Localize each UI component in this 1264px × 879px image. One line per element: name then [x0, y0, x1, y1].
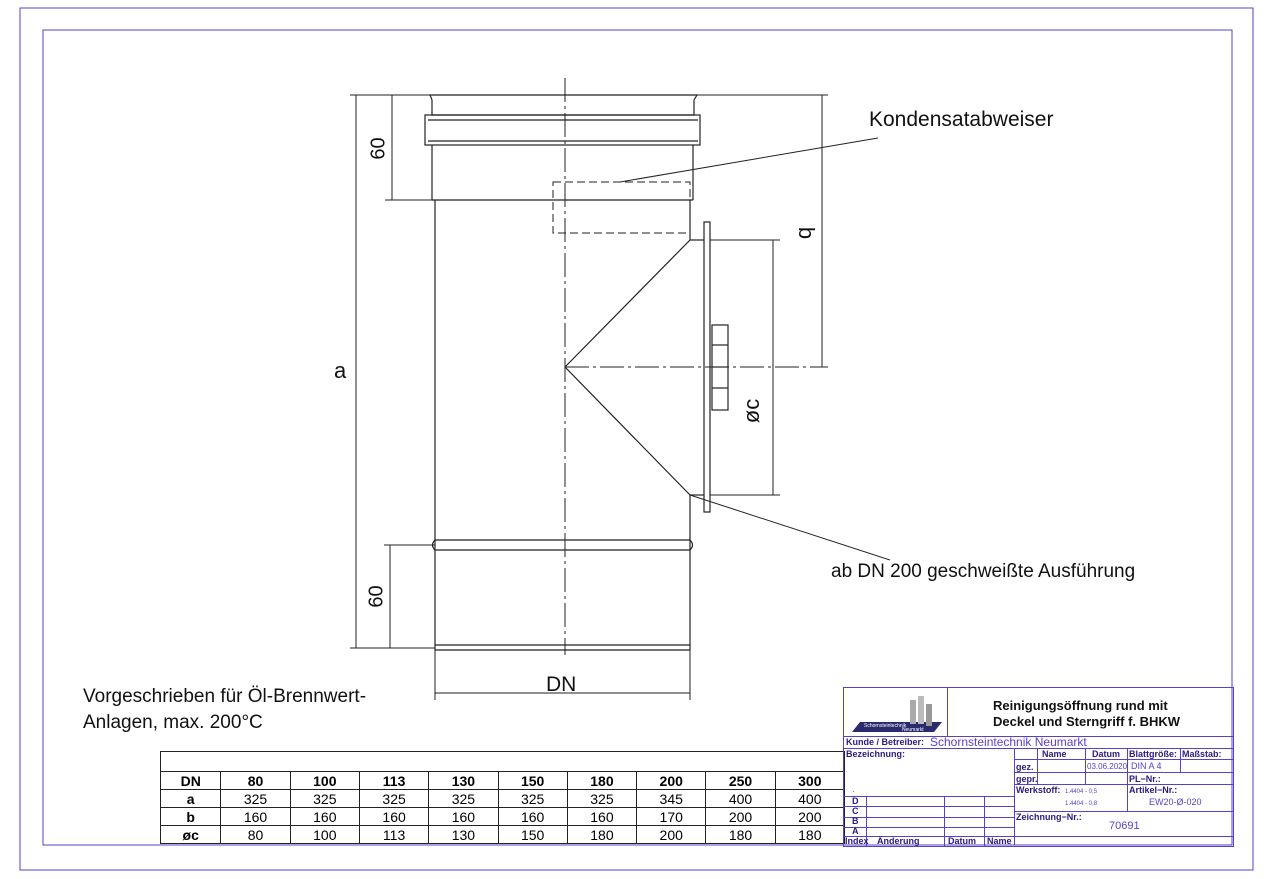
- zeichnung-value: 70691: [1109, 820, 1140, 832]
- rev-d: D: [852, 796, 859, 806]
- datum-header: Datum: [1092, 749, 1121, 759]
- center-lines: [564, 78, 828, 655]
- table-cell: 160: [566, 807, 638, 826]
- dim-b: b: [794, 226, 820, 240]
- table-cell: 345: [636, 789, 707, 808]
- kunde-value: Schornsteintechnik Neumarkt: [930, 735, 1087, 749]
- table-cell: 130: [428, 771, 499, 790]
- table-cell: 180: [774, 825, 846, 844]
- rev-datum-label: Datum: [948, 836, 977, 846]
- table-cell: øc: [159, 825, 222, 844]
- table-cell: 160: [497, 807, 568, 826]
- table-cell: 113: [358, 825, 430, 844]
- table-cell: 325: [566, 789, 638, 808]
- blattgroesse-label: Blattgröße:: [1129, 749, 1177, 759]
- werkstoff-1: 1.4404 - 0,5: [1065, 789, 1098, 795]
- dim-bottom-60: 60: [365, 585, 388, 608]
- table-cell: 325: [220, 789, 291, 808]
- company-logo: Schornsteintechnik Neumarkt: [852, 696, 942, 733]
- table-cell: 130: [428, 825, 499, 844]
- date-value: 03.06.2020: [1087, 762, 1128, 771]
- note-line1: Vorgeschrieben für Öl-Brennwert-: [83, 686, 367, 707]
- table-cell: 100: [289, 771, 360, 790]
- table-cell: 113: [358, 771, 430, 790]
- table-cell: 200: [705, 807, 776, 826]
- table-cell: 400: [774, 789, 846, 808]
- werkstoff-label: Werkstoff:: [1016, 785, 1061, 795]
- index-label: Index: [845, 836, 869, 846]
- table-cell: 160: [428, 807, 499, 826]
- table-cell: 170: [636, 807, 707, 826]
- table-cell: 325: [497, 789, 568, 808]
- table-cell: 200: [636, 825, 707, 844]
- table-cell: 325: [358, 789, 430, 808]
- name-header: Name: [1042, 749, 1067, 759]
- artikel-label: Artikel−Nr.:: [1129, 785, 1178, 795]
- table-cell: 200: [774, 807, 846, 826]
- title-block: Schornsteintechnik Neumarkt Reinigungsöf…: [843, 687, 1234, 847]
- kondensat-label: Kondensatabweiser: [869, 108, 1054, 131]
- table-cell: 300: [774, 771, 846, 790]
- dim-a: a: [334, 358, 347, 383]
- table-cell: 325: [289, 789, 360, 808]
- rev-c: C: [852, 806, 859, 816]
- bezeichnung-label: Bezeichnung:: [846, 749, 906, 759]
- artikel-value: EW20-Ø-020: [1149, 797, 1202, 807]
- dim-c: øc: [739, 398, 765, 424]
- dim-dn: DN: [546, 673, 577, 696]
- table-cell: 80: [220, 771, 291, 790]
- table-cell: 160: [289, 807, 360, 826]
- aenderung-label: Änderung: [877, 836, 920, 846]
- table-cell: 400: [705, 789, 776, 808]
- table-cell: 150: [497, 825, 568, 844]
- blattgroesse-value: DIN A 4: [1131, 761, 1162, 771]
- gez-label: gez.: [1016, 762, 1034, 772]
- table-cell: 325: [428, 789, 499, 808]
- kunde-label: Kunde / Betreiber:: [846, 737, 925, 747]
- table-cell: DN: [159, 771, 222, 790]
- note-line2: Anlagen, max. 200°C: [83, 712, 263, 733]
- table-cell: 180: [566, 771, 638, 790]
- pl-label: PL−Nr.:: [1129, 774, 1161, 784]
- gepr-label: gepr.: [1016, 774, 1038, 784]
- drawing-title-2: Deckel und Sterngriff f. BHKW: [993, 714, 1181, 729]
- hidden-lines: [552, 181, 691, 234]
- rev-a: A: [852, 826, 859, 836]
- massstab-label: Maßstab:: [1182, 749, 1222, 759]
- table-cell: 100: [289, 825, 360, 844]
- page-frame: [19, 7, 1254, 871]
- bezeichnung-value: .: [852, 784, 855, 794]
- table-cell: a: [159, 789, 222, 808]
- table-cell: b: [159, 807, 222, 826]
- table-cell: 160: [220, 807, 291, 826]
- table-cell: 150: [497, 771, 568, 790]
- rev-b: B: [852, 816, 859, 826]
- drawing-title-1: Reinigungsöffnung rund mit: [993, 698, 1168, 713]
- dimension-lines: [350, 94, 891, 700]
- welded-label: ab DN 200 geschweißte Ausführung: [831, 561, 1136, 582]
- table-cell: 250: [705, 771, 776, 790]
- table-cell: 200: [636, 771, 707, 790]
- table-cell: 80: [220, 825, 291, 844]
- table-cell: 160: [358, 807, 430, 826]
- table-cell: 180: [566, 825, 638, 844]
- werkstoff-2: 1.4404 - 0,8: [1065, 801, 1098, 807]
- table-cell: 180: [705, 825, 776, 844]
- pipe-body: [424, 94, 729, 651]
- dim-top-60: 60: [367, 137, 390, 160]
- zeichnung-label: Zeichnung−Nr.:: [1016, 812, 1082, 822]
- rev-name-label: Name: [987, 836, 1012, 846]
